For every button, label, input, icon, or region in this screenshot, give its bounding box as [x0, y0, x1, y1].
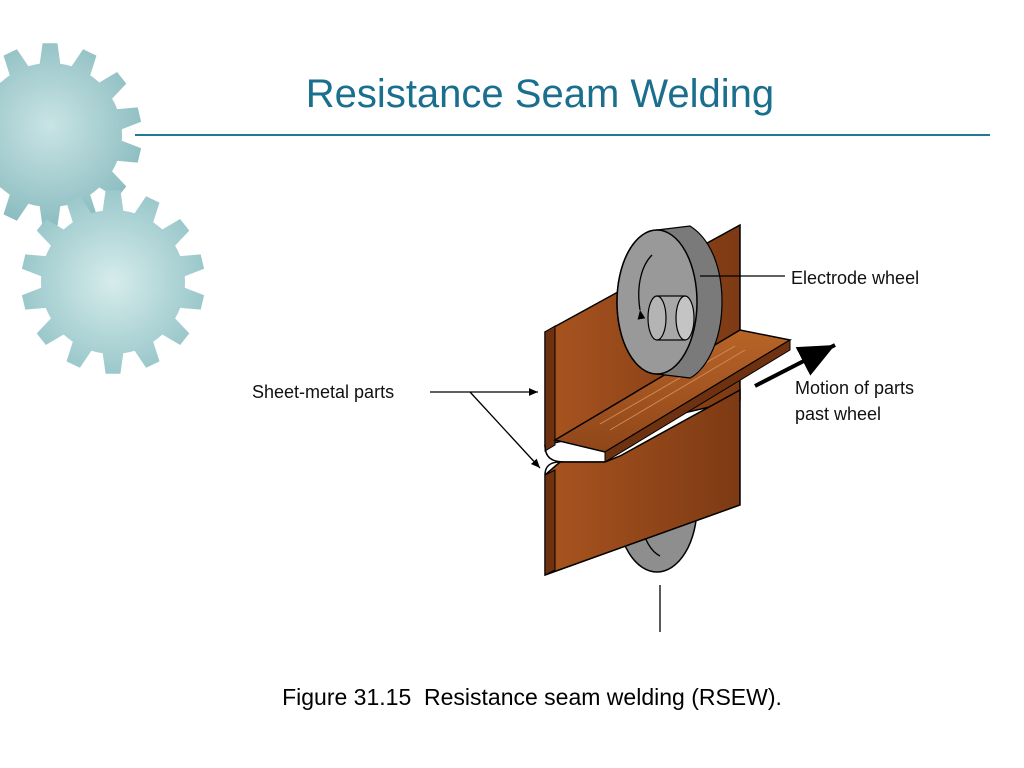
- gear-icon: [21, 190, 205, 374]
- upper-electrode-wheel: [616, 225, 723, 379]
- gear-shape: [0, 43, 142, 227]
- slide-title: Resistance Seam Welding: [305, 72, 775, 116]
- gear-shape: [21, 190, 205, 374]
- gear-decoration: [0, 43, 205, 374]
- motion-label-line1: Motion of parts: [795, 378, 914, 398]
- gear-icon: [0, 43, 142, 227]
- lower-sheet-metal-part: [544, 388, 741, 577]
- figure-caption: Figure 31.15 Resistance seam welding (RS…: [282, 684, 782, 710]
- sheet-leader-line-lower: [469, 391, 541, 469]
- motion-label-line2: past wheel: [795, 404, 881, 424]
- electrode-wheel-label: Electrode wheel: [791, 268, 919, 288]
- title-divider: [135, 134, 990, 136]
- motion-arrow: [754, 343, 836, 388]
- sheet-metal-parts-label: Sheet-metal parts: [252, 382, 394, 402]
